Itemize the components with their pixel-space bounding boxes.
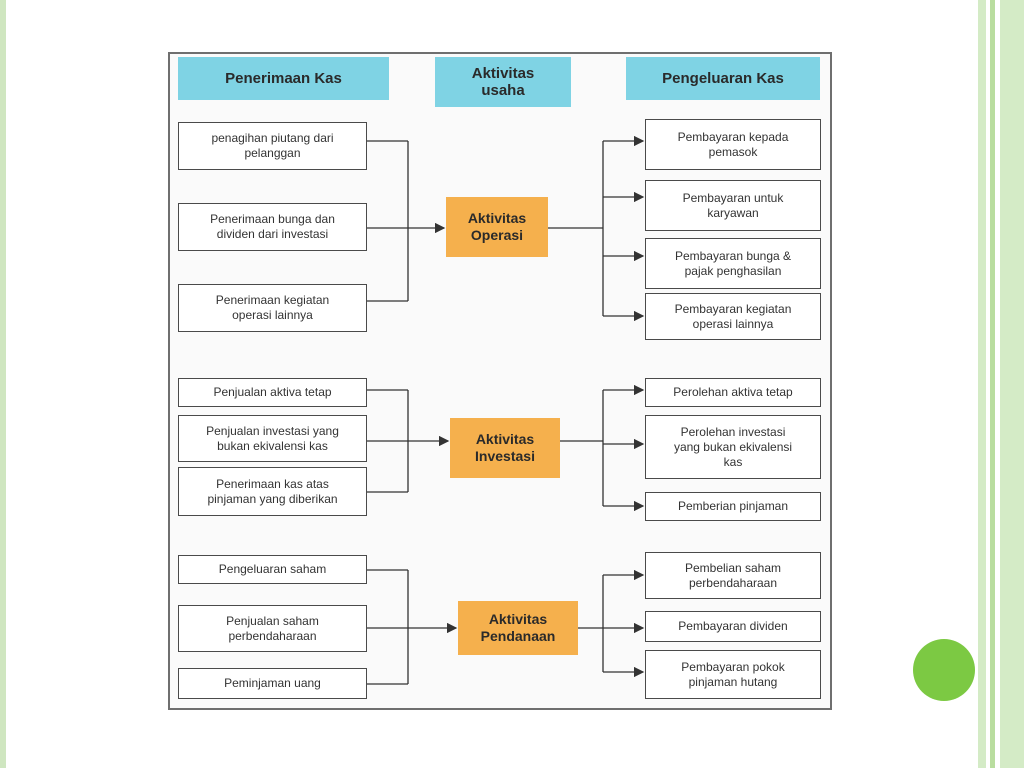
investing-outflow-3: Pemberian pinjaman bbox=[645, 492, 821, 521]
activity-investing: Aktivitas Investasi bbox=[450, 418, 560, 478]
operating-outflow-3: Pembayaran bunga & pajak penghasilan bbox=[645, 238, 821, 289]
operating-inflow-3: Penerimaan kegiatan operasi lainnya bbox=[178, 284, 367, 332]
right-stripe-2 bbox=[990, 0, 995, 768]
header-business-activities: Aktivitas usaha bbox=[435, 57, 571, 107]
header-payments: Pengeluaran Kas bbox=[626, 57, 820, 100]
activity-operating: Aktivitas Operasi bbox=[446, 197, 548, 257]
investing-outflow-1: Perolehan aktiva tetap bbox=[645, 378, 821, 407]
activity-financing: Aktivitas Pendanaan bbox=[458, 601, 578, 655]
operating-outflow-1: Pembayaran kepada pemasok bbox=[645, 119, 821, 170]
financing-outflow-3: Pembayaran pokok pinjaman hutang bbox=[645, 650, 821, 699]
financing-inflow-2: Penjualan saham perbendaharaan bbox=[178, 605, 367, 652]
investing-inflow-2: Penjualan investasi yang bukan ekivalens… bbox=[178, 415, 367, 462]
investing-inflow-3: Penerimaan kas atas pinjaman yang diberi… bbox=[178, 467, 367, 516]
operating-outflow-2: Pembayaran untuk karyawan bbox=[645, 180, 821, 231]
header-receipts: Penerimaan Kas bbox=[178, 57, 389, 100]
operating-inflow-1: penagihan piutang dari pelanggan bbox=[178, 122, 367, 170]
financing-outflow-2: Pembayaran dividen bbox=[645, 611, 821, 642]
investing-inflow-1: Penjualan aktiva tetap bbox=[178, 378, 367, 407]
financing-outflow-1: Pembelian saham perbendaharaan bbox=[645, 552, 821, 599]
investing-outflow-2: Perolehan investasi yang bukan ekivalens… bbox=[645, 415, 821, 479]
right-stripe-1 bbox=[978, 0, 986, 768]
financing-inflow-3: Peminjaman uang bbox=[178, 668, 367, 699]
financing-inflow-1: Pengeluaran saham bbox=[178, 555, 367, 584]
green-circle bbox=[913, 639, 975, 701]
operating-outflow-4: Pembayaran kegiatan operasi lainnya bbox=[645, 293, 821, 340]
right-stripe-3 bbox=[1000, 0, 1024, 768]
left-border bbox=[0, 0, 6, 768]
operating-inflow-2: Penerimaan bunga dan dividen dari invest… bbox=[178, 203, 367, 251]
